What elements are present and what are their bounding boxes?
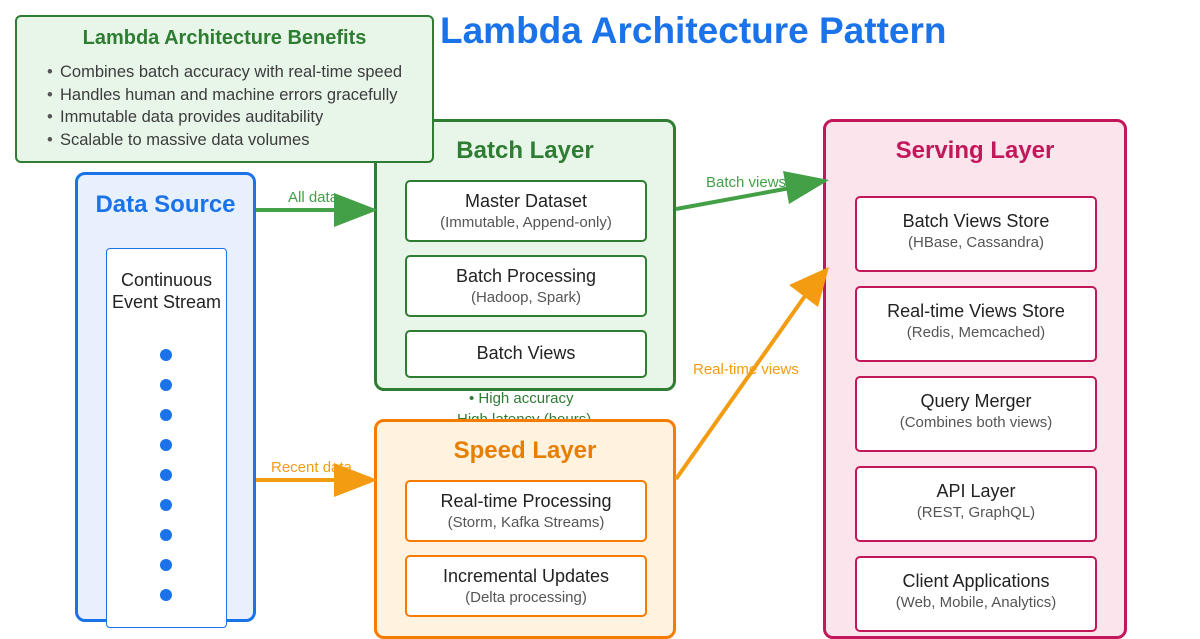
speed-layer-title: Speed Layer — [453, 437, 597, 464]
event-stream-label: Continuous Event Stream — [111, 270, 222, 312]
recent-data-label: Recent data — [271, 459, 352, 476]
component-name: Client Applications — [902, 571, 1050, 591]
component-name: Query Merger — [920, 391, 1032, 411]
benefits-title: Lambda Architecture Benefits — [82, 27, 367, 49]
component-name: Master Dataset — [464, 191, 588, 211]
speed-layer-panel: Speed Layer Real-time Processing (Storm,… — [374, 419, 676, 639]
serving-layer-panel: Serving Layer Batch Views Store (HBase, … — [823, 119, 1127, 639]
realtime-processing-box: Real-time Processing (Storm, Kafka Strea… — [405, 480, 647, 542]
stream-dot — [160, 529, 172, 541]
client-applications-box: Client Applications (Web, Mobile, Analyt… — [855, 556, 1097, 632]
batch-layer-title: Batch Layer — [456, 137, 594, 164]
api-layer-box: API Layer (REST, GraphQL) — [855, 466, 1097, 542]
component-name: Incremental Updates — [442, 566, 610, 586]
stream-dot — [160, 379, 172, 391]
master-dataset-box: Master Dataset (Immutable, Append-only) — [405, 180, 647, 242]
component-detail: (Immutable, Append-only) — [440, 214, 612, 231]
stream-dot — [160, 439, 172, 451]
benefit-item: Combines batch accuracy with real-time s… — [47, 61, 402, 84]
all-data-label: All data — [288, 189, 339, 206]
batch-views-box: Batch Views — [405, 330, 647, 378]
realtime-views-label: Real-time views — [693, 361, 799, 378]
batch-views-label: Batch views — [706, 174, 787, 191]
stream-dot — [160, 349, 172, 361]
incremental-updates-box: Incremental Updates (Delta processing) — [405, 555, 647, 617]
component-detail: (Redis, Memcached) — [906, 324, 1046, 341]
batch-note-accuracy: • High accuracy — [469, 390, 574, 407]
stream-dot — [160, 469, 172, 481]
data-source-panel: Data Source Continuous Event Stream — [75, 172, 256, 628]
batch-layer-panel: Batch Layer Master Dataset (Immutable, A… — [374, 119, 676, 391]
event-stream-box: Continuous Event Stream — [106, 248, 227, 628]
batch-views-store-box: Batch Views Store (HBase, Cassandra) — [855, 196, 1097, 272]
stream-dot — [160, 409, 172, 421]
component-detail: (Web, Mobile, Analytics) — [895, 594, 1057, 611]
component-name: Batch Processing — [455, 266, 597, 286]
data-source-title: Data Source — [95, 191, 236, 218]
benefits-callout: Lambda Architecture Benefits Combines ba… — [15, 15, 434, 163]
component-name: Real-time Views Store — [887, 301, 1065, 321]
component-name: Real-time Processing — [440, 491, 612, 511]
component-detail: (Delta processing) — [465, 589, 587, 606]
component-name: Batch Views — [476, 343, 576, 363]
stream-dot — [160, 499, 172, 511]
realtime-views-store-box: Real-time Views Store (Redis, Memcached) — [855, 286, 1097, 362]
component-name: Batch Views Store — [902, 211, 1050, 231]
component-detail: (Combines both views) — [899, 414, 1053, 431]
batch-processing-box: Batch Processing (Hadoop, Spark) — [405, 255, 647, 317]
stream-dot — [160, 559, 172, 571]
page-title: Lambda Architecture Pattern — [440, 10, 947, 51]
component-detail: (Hadoop, Spark) — [470, 289, 582, 306]
component-detail: (Storm, Kafka Streams) — [447, 514, 605, 531]
benefit-item: Handles human and machine errors gracefu… — [47, 84, 402, 107]
stream-dot — [160, 589, 172, 601]
component-name: API Layer — [936, 481, 1016, 501]
component-detail: (HBase, Cassandra) — [908, 234, 1044, 251]
benefits-list: Combines batch accuracy with real-time s… — [47, 61, 402, 151]
benefit-item: Scalable to massive data volumes — [47, 129, 402, 152]
component-detail: (REST, GraphQL) — [916, 504, 1036, 521]
serving-layer-title: Serving Layer — [895, 137, 1055, 164]
query-merger-box: Query Merger (Combines both views) — [855, 376, 1097, 452]
benefit-item: Immutable data provides auditability — [47, 106, 402, 129]
